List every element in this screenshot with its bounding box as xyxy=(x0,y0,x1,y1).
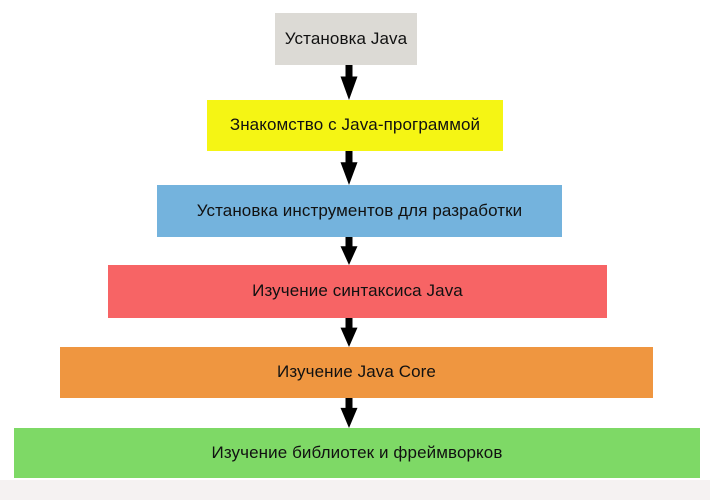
arrow-down-icon-5 xyxy=(334,398,364,428)
arrow-down-icon-2 xyxy=(334,151,364,185)
flow-node-step-3[interactable]: Установка инструментов для разработки xyxy=(157,185,562,237)
flow-node-step-1[interactable]: Установка Java xyxy=(275,13,417,65)
flow-node-label: Изучение Java Core xyxy=(277,362,436,382)
arrow-down-icon-4 xyxy=(334,318,364,347)
flow-node-label: Установка Java xyxy=(284,28,408,48)
flow-node-label: Изучение библиотек и фреймворков xyxy=(211,442,503,462)
flow-node-step-2[interactable]: Знакомство с Java-программой xyxy=(207,100,503,151)
flow-node-step-6[interactable]: Изучение библиотек и фреймворков xyxy=(14,428,700,478)
footer-band xyxy=(0,480,710,500)
flow-node-label: Изучение синтаксиса Java xyxy=(252,281,463,301)
flow-node-label: Знакомство с Java-программой xyxy=(229,115,481,135)
arrow-down-icon-1 xyxy=(334,65,364,100)
flow-node-label: Установка инструментов для разработки xyxy=(196,200,523,220)
flow-node-step-5[interactable]: Изучение Java Core xyxy=(60,347,653,398)
flow-node-step-4[interactable]: Изучение синтаксиса Java xyxy=(108,265,607,318)
arrow-down-icon-3 xyxy=(334,237,364,265)
